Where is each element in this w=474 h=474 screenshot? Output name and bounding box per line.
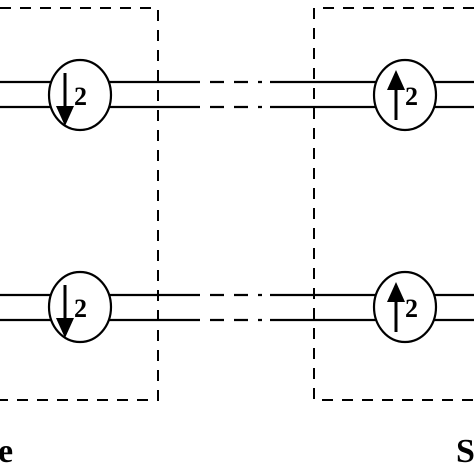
left-dashed-box (0, 7, 159, 401)
node-label: 2 (405, 294, 418, 323)
left-edge-label: e (0, 433, 13, 470)
node-top-right: 2 (372, 58, 438, 132)
right-dashed-box (313, 7, 474, 401)
node-bottom-right: 2 (372, 270, 438, 344)
node-label: 2 (74, 82, 87, 111)
right-edge-label: S (456, 433, 474, 470)
node-top-left: 2 (47, 58, 113, 132)
node-label: 2 (74, 294, 87, 323)
node-label: 2 (405, 82, 418, 111)
node-bottom-left: 2 (47, 270, 113, 344)
